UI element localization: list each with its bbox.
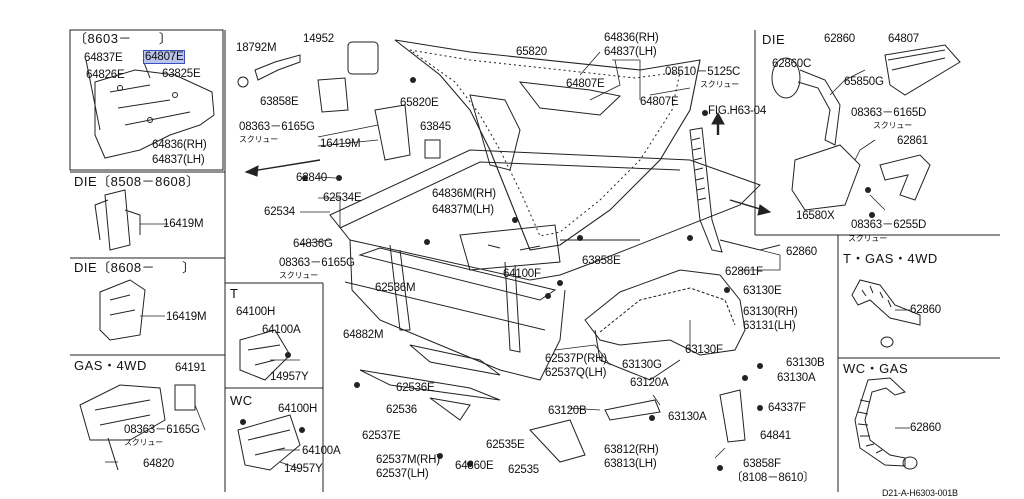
part-label: 63812(RH) xyxy=(604,444,659,456)
part-label: 64837E xyxy=(84,52,123,64)
part-label: 08363－6165G xyxy=(124,424,200,436)
part-label: 64100F xyxy=(503,268,541,280)
part-label: 64836M(RH) xyxy=(432,188,496,200)
part-label: 08363－6165G xyxy=(279,257,355,269)
part-label: 62860 xyxy=(824,33,855,45)
part-label: 62861 xyxy=(897,135,928,147)
panel-header-wc-gas: WC・GAS xyxy=(843,361,909,376)
part-label: 63845 xyxy=(420,121,451,133)
panel-header-t-gas-4wd: T・GAS・4WD xyxy=(843,251,938,266)
part-label: 62535 xyxy=(508,464,539,476)
part-label: 63825E xyxy=(162,68,201,80)
part-label: 62537E xyxy=(362,430,401,442)
part-label: 16419M xyxy=(166,311,207,323)
panel-header-die-8608: DIE〔8608－ 〕 xyxy=(74,260,196,275)
part-label: 62860 xyxy=(910,422,941,434)
part-label: 64860E xyxy=(455,460,494,472)
part-label: 64836G xyxy=(293,238,333,250)
part-label: 62536 xyxy=(386,404,417,416)
figure-reference[interactable]: FIG.H63-04 xyxy=(708,105,767,117)
panel-header-t: T xyxy=(230,286,239,301)
part-label: 63858F xyxy=(743,458,781,470)
part-label: 63130A xyxy=(777,372,816,384)
part-label: 63130E xyxy=(743,285,782,297)
part-label: 64837M(LH) xyxy=(432,204,494,216)
part-label: 16580X xyxy=(796,210,835,222)
part-label: 64100A xyxy=(302,445,341,457)
part-label: 64337F xyxy=(768,402,806,414)
part-label: 64836(RH) xyxy=(152,139,207,151)
part-label: 14952 xyxy=(303,33,334,45)
screw-note: スクリュー xyxy=(124,438,163,447)
part-label: 65820 xyxy=(516,46,547,58)
part-label: 62860 xyxy=(910,304,941,316)
part-label-highlighted[interactable]: 64807E xyxy=(143,50,186,64)
panel-header-wc: WC xyxy=(230,393,253,408)
part-label: 63813(LH) xyxy=(604,458,657,470)
part-label: 16419M xyxy=(163,218,204,230)
part-label: 14957Y xyxy=(284,463,323,475)
part-label: 64841 xyxy=(760,430,791,442)
part-label: 16419M xyxy=(320,138,361,150)
part-label: 63130(RH) xyxy=(743,306,798,318)
screw-note: スクリュー xyxy=(239,135,278,144)
part-label: 08510－5125C xyxy=(665,66,741,78)
panel-header-die-right: DIE xyxy=(762,32,786,47)
part-label: 62535E xyxy=(486,439,525,451)
part-label: 63131(LH) xyxy=(743,320,796,332)
screw-note: スクリュー xyxy=(873,121,912,130)
panel-frame-8603 xyxy=(69,29,224,171)
part-label: 62537(LH) xyxy=(376,468,429,480)
date-range: 〔8108－8610〕 xyxy=(731,472,815,484)
part-label: 62537P(RH) xyxy=(545,353,607,365)
part-label: 64882M xyxy=(343,329,384,341)
part-label: 64836(RH) xyxy=(604,32,659,44)
part-label: 64100H xyxy=(278,403,318,415)
part-label: 08363－6255D xyxy=(851,219,927,231)
part-label: 62537M(RH) xyxy=(376,454,440,466)
part-label: 64837(LH) xyxy=(604,46,657,58)
part-label: 62537Q(LH) xyxy=(545,367,607,379)
part-label: 62860C xyxy=(772,58,812,70)
part-label: 62534E xyxy=(323,192,362,204)
part-label: 63130G xyxy=(622,359,662,371)
part-label: 65850G xyxy=(844,76,884,88)
part-label: 64191 xyxy=(175,362,206,374)
part-label: 63858E xyxy=(260,96,299,108)
part-label: 18792M xyxy=(236,42,277,54)
screw-note: スクリュー xyxy=(279,271,318,280)
diagram-code: D21-A-H6303-001B xyxy=(882,488,958,498)
part-label: 62861F xyxy=(725,266,763,278)
part-label: 64826E xyxy=(86,69,125,81)
panel-header-die-8508: DIE〔8508－8608〕 xyxy=(74,174,200,189)
part-label: 62536E xyxy=(396,382,435,394)
panel-header-gas-4wd: GAS・4WD xyxy=(74,358,147,373)
part-label: 08363－6165D xyxy=(851,107,927,119)
screw-note: スクリュー xyxy=(700,80,739,89)
part-label: 65820E xyxy=(400,97,439,109)
part-label: 14957Y xyxy=(270,371,309,383)
part-label: 63130A xyxy=(668,411,707,423)
part-label: 64807E xyxy=(640,96,679,108)
part-label: 64820 xyxy=(143,458,174,470)
part-label: 63120A xyxy=(630,377,669,389)
part-label: 62840 xyxy=(296,172,327,184)
part-label: 64837(LH) xyxy=(152,154,205,166)
part-label: 62860 xyxy=(786,246,817,258)
part-label: 64807 xyxy=(888,33,919,45)
part-label: 63120B xyxy=(548,405,587,417)
part-label: 64100H xyxy=(236,306,276,318)
panel-header-8603: 〔8603－ 〕 xyxy=(74,31,173,46)
part-label: 64807E xyxy=(566,78,605,90)
part-label: 63130B xyxy=(786,357,825,369)
part-label: 08363－6165G xyxy=(239,121,315,133)
part-label: 62536M xyxy=(375,282,416,294)
part-label: 62534 xyxy=(264,206,295,218)
part-label: 63130F xyxy=(685,344,723,356)
part-label: 63858E xyxy=(582,255,621,267)
screw-note: スクリュー xyxy=(848,234,887,243)
part-label: 64100A xyxy=(262,324,301,336)
